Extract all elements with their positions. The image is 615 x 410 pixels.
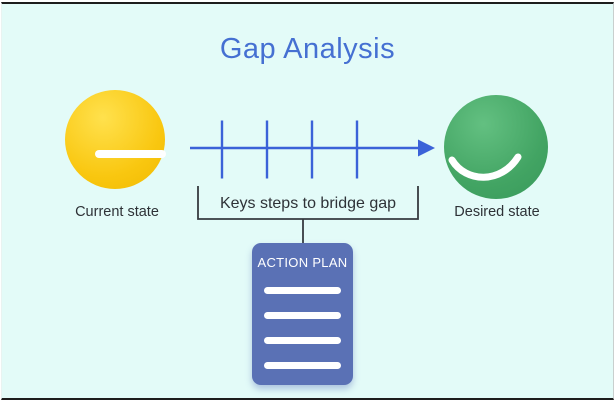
document-line (264, 362, 341, 369)
current-state-face (65, 90, 165, 189)
action-plan-title: ACTION PLAN (257, 255, 348, 270)
document-line (264, 287, 341, 294)
bridge-gap-label: Keys steps to bridge gap (219, 195, 397, 212)
page-title: Gap Analysis (219, 33, 396, 65)
document-line (264, 337, 341, 344)
action-plan-card: ACTION PLAN (252, 243, 353, 385)
desired-state-label: Desired state (454, 204, 540, 220)
current-state-label: Current state (75, 204, 159, 220)
neutral-mouth-icon (95, 150, 166, 158)
desired-state-face (444, 95, 548, 199)
document-line (264, 312, 341, 319)
